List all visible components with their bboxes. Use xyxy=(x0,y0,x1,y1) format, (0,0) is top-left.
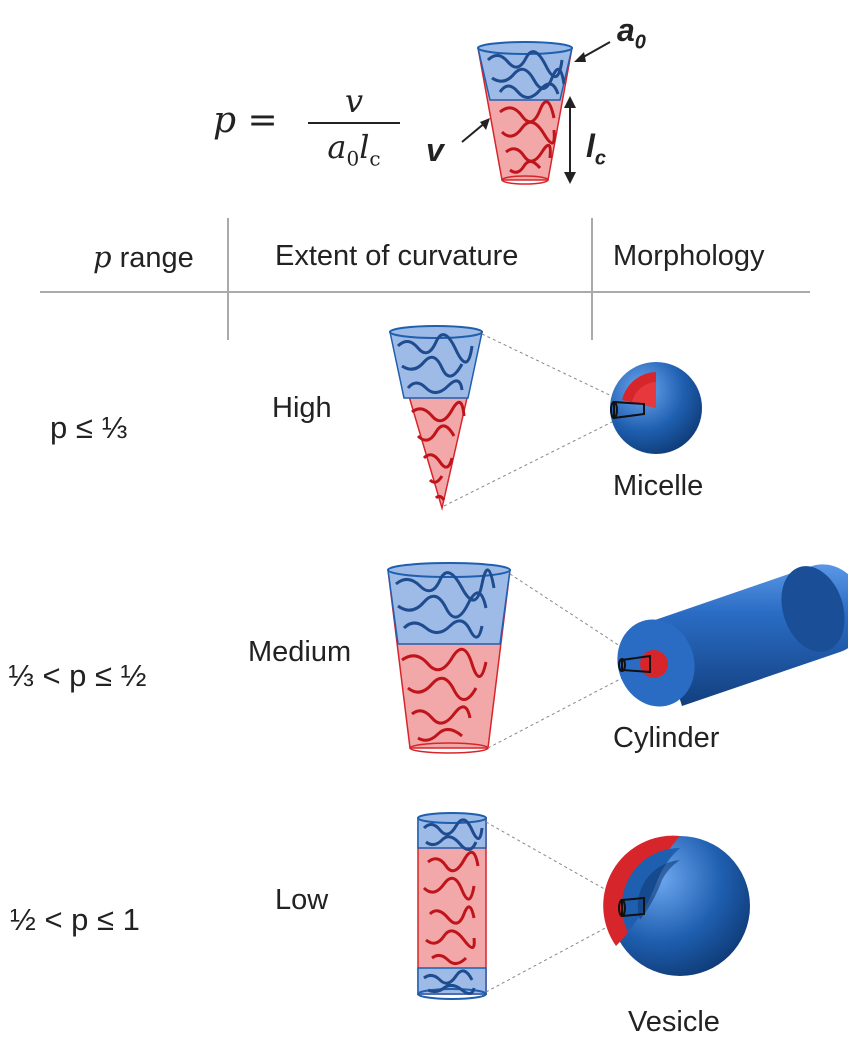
row3-morphology: Vesicle xyxy=(628,1006,720,1038)
top-frustum-icon xyxy=(477,41,573,185)
zoom-line-3a xyxy=(485,821,625,901)
row2-morphology: Cylinder xyxy=(613,722,720,754)
v-arrow xyxy=(461,121,487,143)
row3-curvature: Low xyxy=(275,884,329,916)
lc-arrowhead-top xyxy=(564,96,576,108)
row1-range: p ≤ ⅓ xyxy=(50,410,128,445)
formula-fraction: v a0lc xyxy=(304,82,404,170)
header-curvature: Extent of curvature xyxy=(275,240,519,272)
label-lc: lc xyxy=(586,128,607,170)
formula-numerator: v xyxy=(344,82,364,120)
formula-denominator: a0lc xyxy=(327,128,381,171)
row1-curvature: High xyxy=(272,392,332,424)
label-v: v xyxy=(426,132,444,168)
row2-range: ⅓ < p ≤ ½ xyxy=(8,658,147,693)
row3-range: ½ < p ≤ 1 xyxy=(10,902,140,937)
formula-lhs: p = xyxy=(213,100,278,141)
zoom-line-1a xyxy=(481,333,621,401)
zoom-line-2b xyxy=(487,675,627,749)
v-arrowhead xyxy=(480,118,490,130)
header-p-range: p range xyxy=(93,240,194,274)
row1-morphology: Micelle xyxy=(613,470,704,502)
cone-high-icon xyxy=(388,325,483,511)
zoom-line-2a xyxy=(509,573,627,651)
header-morphology: Morphology xyxy=(613,240,765,272)
fraction-bar xyxy=(308,122,400,124)
lc-arrowhead-bottom xyxy=(564,172,576,184)
row2-curvature: Medium xyxy=(248,636,352,668)
zoom-line-1b xyxy=(443,417,621,507)
cylinder-low-icon xyxy=(417,812,487,1000)
micelle-icon xyxy=(610,362,702,454)
label-a0: a0 xyxy=(617,12,646,54)
a0-arrowhead xyxy=(574,52,586,62)
zoom-line-3b xyxy=(485,917,625,993)
cylinder-icon xyxy=(617,564,848,707)
frustum-medium-icon xyxy=(387,562,511,754)
vesicle-icon xyxy=(603,835,750,976)
